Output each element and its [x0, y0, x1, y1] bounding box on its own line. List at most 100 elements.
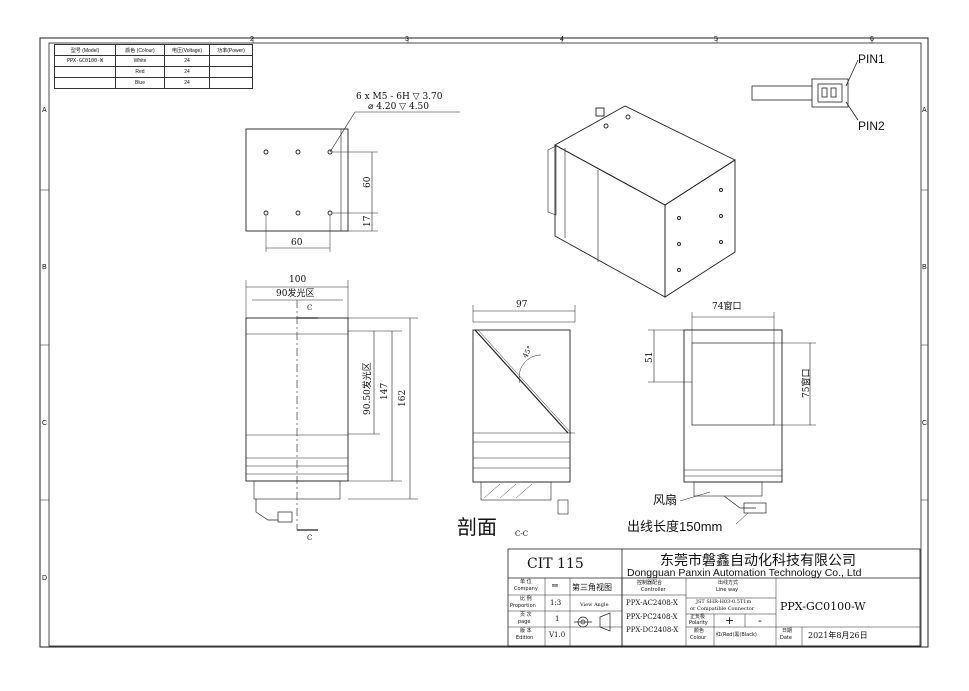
cell-voltage: 24 [164, 55, 210, 67]
cell-power [209, 66, 253, 78]
header-power: 功率(Power) [209, 44, 253, 56]
colour-label-en: Colour [690, 635, 707, 641]
controller-ac: PPX-AC2408-X [626, 599, 678, 607]
cell-colour: White [115, 55, 165, 67]
header-voltage: 电压(Voltage) [164, 44, 210, 56]
zone-row-b: B [42, 264, 47, 271]
zone-col-2: 2 [250, 36, 254, 43]
outlet-value-1: JST SHR-H03-0.5T1m [696, 599, 752, 605]
inner-frame [48, 42, 922, 647]
zone-ticks [40, 38, 928, 647]
thread-note-2: ⌀ 4.20 ▽ 4.50 [368, 102, 430, 112]
dim-90-emitting-area: 90发光区 [276, 289, 315, 299]
part-number: PPX-GC0100-W [780, 600, 866, 613]
cell-colour: Red [115, 66, 165, 78]
date-label: 日期 [782, 628, 793, 634]
unit-label-en: Company [514, 586, 538, 592]
edition-value: V1.0 [549, 631, 566, 639]
polarity-plus: + [725, 614, 735, 627]
dim-90-50-emitting-area: 90.50发光区 [363, 362, 373, 415]
page-value: 1 [555, 615, 560, 623]
side-view [648, 312, 816, 525]
top-view [245, 111, 460, 252]
view-angle-cn: 第三角视图 [572, 583, 612, 592]
table-row: PPX-GC0100-W White 24 [54, 55, 253, 67]
controller-label-en: Controller [641, 587, 666, 593]
dim-60-vertical: 60 [363, 176, 373, 188]
section-view [472, 305, 576, 515]
pin2-label: PIN2 [858, 119, 885, 133]
outlet-label-en: Line way [716, 587, 739, 593]
controller-dc: PPX-DC2408-X [626, 626, 679, 634]
edition-label: 版 本 [520, 628, 532, 634]
dim-147: 147 [380, 382, 390, 400]
zone-row-a-right: A [922, 107, 927, 114]
title-block-frame [507, 548, 921, 647]
section-mark-bottom: C [307, 534, 313, 542]
cell-power [209, 55, 253, 67]
cell-model: PPX-GC0100-W [54, 55, 116, 67]
zone-row-a: A [42, 107, 47, 114]
zone-row-d: D [42, 575, 48, 582]
outer-frame [39, 37, 929, 648]
third-angle-symbol [574, 612, 611, 632]
dim-162: 162 [398, 389, 408, 407]
connector-drawing [751, 59, 859, 121]
front-view [245, 280, 418, 531]
scale-value: 1:3 [550, 599, 562, 607]
edition-label-en: Edition [516, 635, 534, 641]
scale-label: 比 例 [520, 596, 532, 602]
section-mark-top: C [307, 304, 313, 312]
section-title-suffix: C-C [515, 530, 529, 538]
isometric-view [547, 105, 736, 298]
outlet-label: 出线方式 [718, 580, 739, 586]
pin1-label: PIN1 [858, 52, 885, 66]
cell-power [209, 77, 253, 89]
colour-label: 颜色 [694, 628, 705, 634]
header-colour: 颜色 (Colour) [115, 44, 165, 56]
drawing-number: CIT 115 [527, 556, 584, 572]
cable-length-label: 出线长度150mm [627, 519, 723, 534]
page-label-en: page [518, 619, 531, 625]
cell-voltage: 24 [164, 66, 210, 78]
company-name-en: Dongguan Panxin Automation Technology Co… [627, 567, 862, 579]
dim-97: 97 [516, 300, 528, 310]
thread-note-1: 6 x M5 - 6H ▽ 3.70 [356, 92, 443, 102]
spec-table: 型号 (Model) 颜色 (Colour) 电压(Voltage) 功率(Po… [54, 44, 253, 89]
dim-74-window: 74窗口 [712, 302, 742, 312]
header-model: 型号 (Model) [54, 44, 116, 56]
dim-100: 100 [289, 275, 307, 285]
zone-col-4: 4 [560, 36, 564, 43]
dim-60-horizontal: 60 [291, 238, 303, 248]
zone-col-6: 6 [870, 36, 874, 43]
unit-label: 单 位 [520, 579, 532, 585]
cell-voltage: 24 [164, 77, 210, 89]
table-row: Red 24 [54, 66, 253, 78]
page-label: 页 次 [520, 612, 532, 618]
cell-model [54, 66, 116, 78]
table-row: Blue 24 [54, 77, 253, 89]
cell-model [54, 77, 116, 89]
unit-value: mm [552, 583, 559, 589]
colour-value: 红(Red)黑(Black) [716, 632, 757, 638]
polarity-label: 正负极 [690, 614, 706, 620]
zone-col-5: 5 [714, 36, 718, 43]
dim-51: 51 [645, 351, 655, 363]
controller-label: 控制器配合 [637, 580, 663, 586]
fan-label: 风扇 [653, 493, 678, 507]
dim-75-window: 75窗口 [802, 368, 812, 398]
view-angle-en: View Angle [580, 602, 609, 608]
section-title: 剖面 [457, 515, 497, 539]
controller-pc: PPX-PC2408-X [626, 613, 678, 621]
outlet-value-2: or Compatible Connector [690, 606, 755, 612]
cell-colour: Blue [115, 77, 165, 89]
date-label-en: Date [780, 635, 792, 641]
spec-table-header: 型号 (Model) 颜色 (Colour) 电压(Voltage) 功率(Po… [54, 44, 253, 56]
polarity-minus: - [758, 614, 762, 627]
scale-label-en: Proportion [510, 603, 536, 609]
polarity-label-en: Polarity [689, 620, 708, 626]
company-name-cn: 东莞市磐鑫自动化科技有限公司 [660, 552, 856, 568]
zone-row-c-right: C [922, 420, 928, 427]
dim-17: 17 [363, 215, 373, 227]
